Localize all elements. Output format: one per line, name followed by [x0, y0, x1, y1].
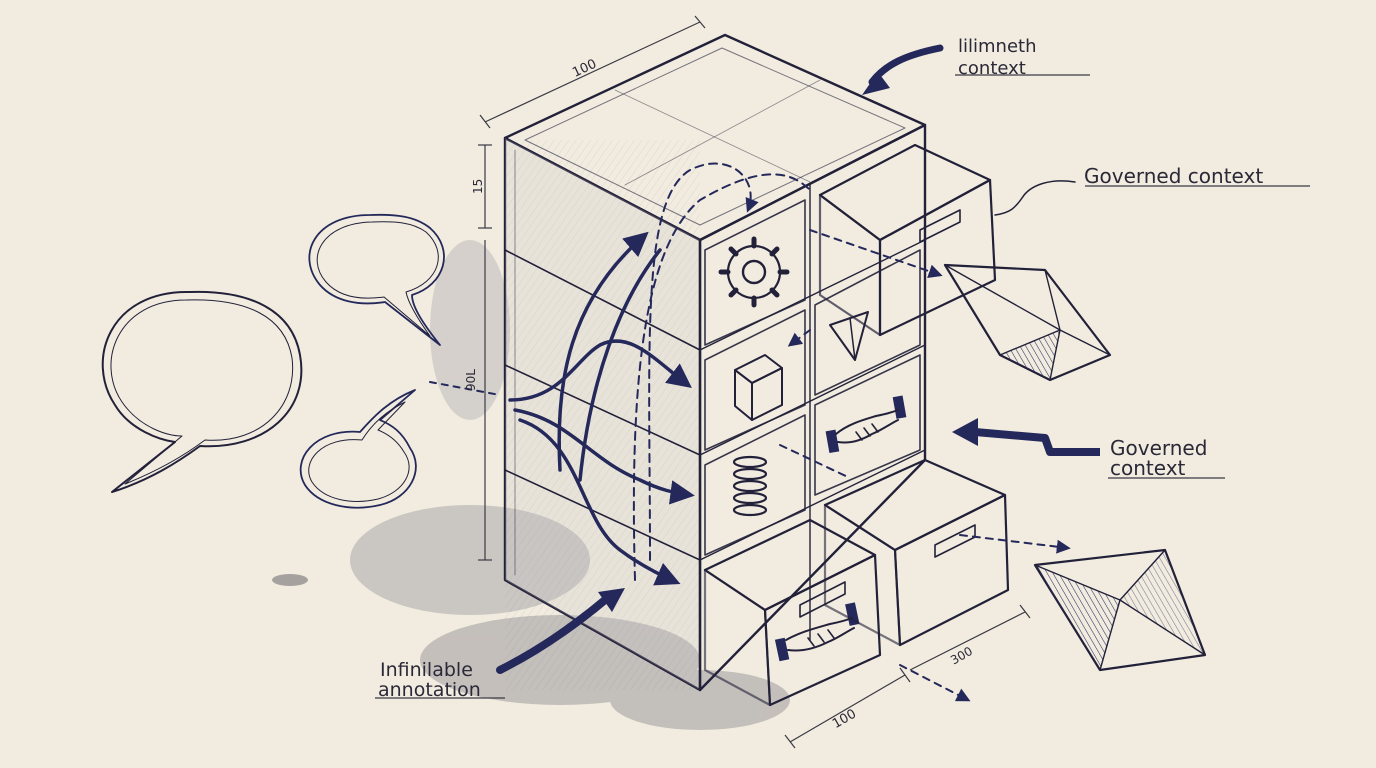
pyramid-icon	[829, 311, 869, 361]
annotation-labels: lilimneth context Governed context Gover…	[378, 36, 1263, 701]
drawer-upper-open	[818, 143, 997, 337]
handshake-icon	[825, 395, 907, 454]
speech-bubble-top	[308, 213, 445, 346]
drawer-lower-left-open	[703, 518, 882, 707]
dimension-left-small: 15	[471, 179, 485, 194]
dimension-bottom-depth: 300	[948, 644, 975, 668]
annotation-bottom-left-line1: Infinilable	[380, 659, 473, 681]
handshake-icon	[774, 602, 860, 662]
annotation-governed-context-middle-line2: context	[1110, 456, 1186, 480]
annotation-top-right-line1: lilimneth	[958, 36, 1037, 57]
compartment-spring	[704, 414, 806, 556]
diamond-icon-upper	[943, 263, 1112, 382]
speech-bubble-small	[299, 389, 417, 509]
annotation-bottom-left-line2: annotation	[378, 679, 481, 701]
compartment-gear	[704, 199, 806, 346]
annotation-top-right-line2: context	[958, 58, 1026, 79]
flow-arrows	[429, 162, 1071, 702]
annotation-governed-context-upper: Governed context	[1084, 164, 1263, 188]
compartment-pyramid	[814, 249, 921, 396]
annotation-governed-context-middle-line1: Governed	[1110, 436, 1207, 460]
speech-bubble-large	[101, 290, 303, 493]
diamond-icon-lower	[1033, 548, 1207, 672]
compartment-cube	[704, 309, 806, 451]
dimension-lines	[375, 15, 1310, 749]
dimension-top-width: 100	[570, 57, 599, 81]
spring-icon	[732, 455, 768, 517]
gear-icon	[718, 236, 790, 308]
dimension-left-large: 90L	[464, 369, 478, 391]
callout-arrows	[496, 44, 1100, 674]
compartment-handshake-upper	[814, 354, 921, 496]
dimension-bottom-width: 100	[830, 707, 859, 732]
cube-icon	[734, 354, 783, 421]
